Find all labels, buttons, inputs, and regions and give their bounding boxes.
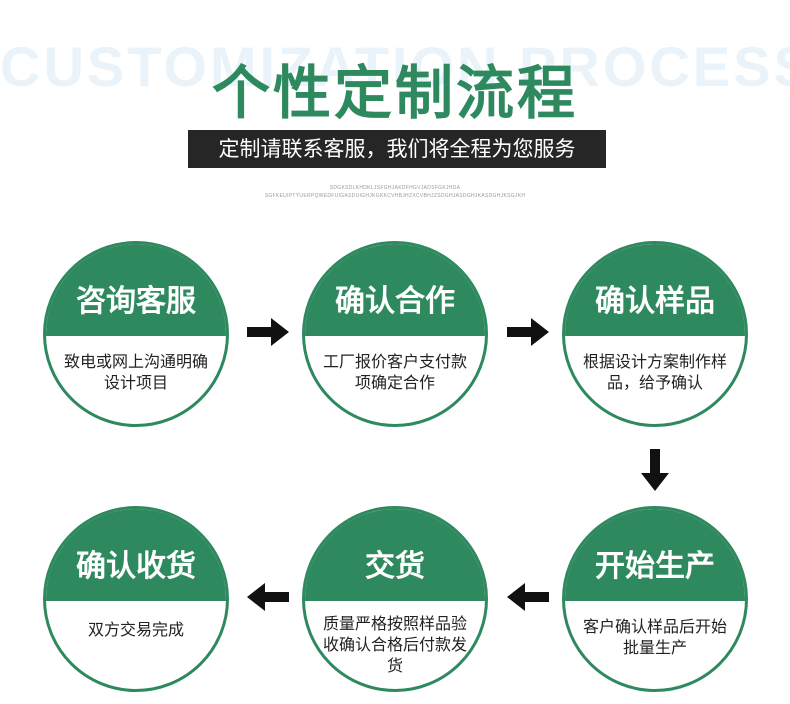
step-title: 开始生产 <box>595 549 715 584</box>
step-title: 确认样品 <box>595 284 715 319</box>
step-description: 根据设计方案制作样品，给予确认 <box>582 352 727 392</box>
step-header <box>46 244 226 336</box>
fine-print-line-1: SDGKSDLKHDKLJSFGHJAKDFHGVJADSFGKJHDA <box>329 185 461 191</box>
step-header <box>565 244 745 336</box>
step-header <box>305 244 485 336</box>
step-header <box>46 509 226 601</box>
step-description: 工厂报价客户支付款项确定合作 <box>322 352 467 392</box>
arrow-right-icon <box>247 318 289 346</box>
arrow-left-icon <box>507 583 549 611</box>
step-title: 交货 <box>365 549 425 584</box>
arrow-down-icon <box>641 449 669 491</box>
step-description: 双方交易完成 <box>87 620 184 639</box>
step-start-production: 开始生产 客户确认样品后开始批量生产 <box>562 506 748 692</box>
step-header <box>305 509 485 601</box>
step-description: 质量严格按照样品验收确认合格后付款发货 <box>322 614 467 675</box>
step-title: 确认合作 <box>335 284 455 319</box>
subtitle-banner: 定制请联系客服，我们将全程为您服务 <box>188 130 606 168</box>
step-confirm-receipt: 确认收货 双方交易完成 <box>43 506 229 692</box>
step-title: 确认收货 <box>76 549 196 584</box>
page-title: 个性定制流程 <box>211 59 578 127</box>
step-delivery: 交货 质量严格按照样品验收确认合格后付款发货 <box>302 506 488 692</box>
step-title: 咨询客服 <box>76 284 196 319</box>
step-confirm-cooperation: 确认合作 工厂报价客户支付款项确定合作 <box>302 241 488 427</box>
step-consult-service: 咨询客服 致电或网上沟通明确设计项目 <box>43 241 229 427</box>
arrow-left-icon <box>247 583 289 611</box>
arrow-right-icon <box>507 318 549 346</box>
step-confirm-sample: 确认样品 根据设计方案制作样品，给予确认 <box>562 241 748 427</box>
step-header <box>565 509 745 601</box>
step-description: 客户确认样品后开始批量生产 <box>582 617 727 657</box>
step-description: 致电或网上沟通明确设计项目 <box>63 352 208 392</box>
fine-print-line-2: SGFKEUIPTYUERPQWEDFUIGASDUIGHJKGKKCVHBJH… <box>264 193 526 199</box>
background-watermark-text: CUSTOMIZATION PROCESS <box>0 35 790 98</box>
